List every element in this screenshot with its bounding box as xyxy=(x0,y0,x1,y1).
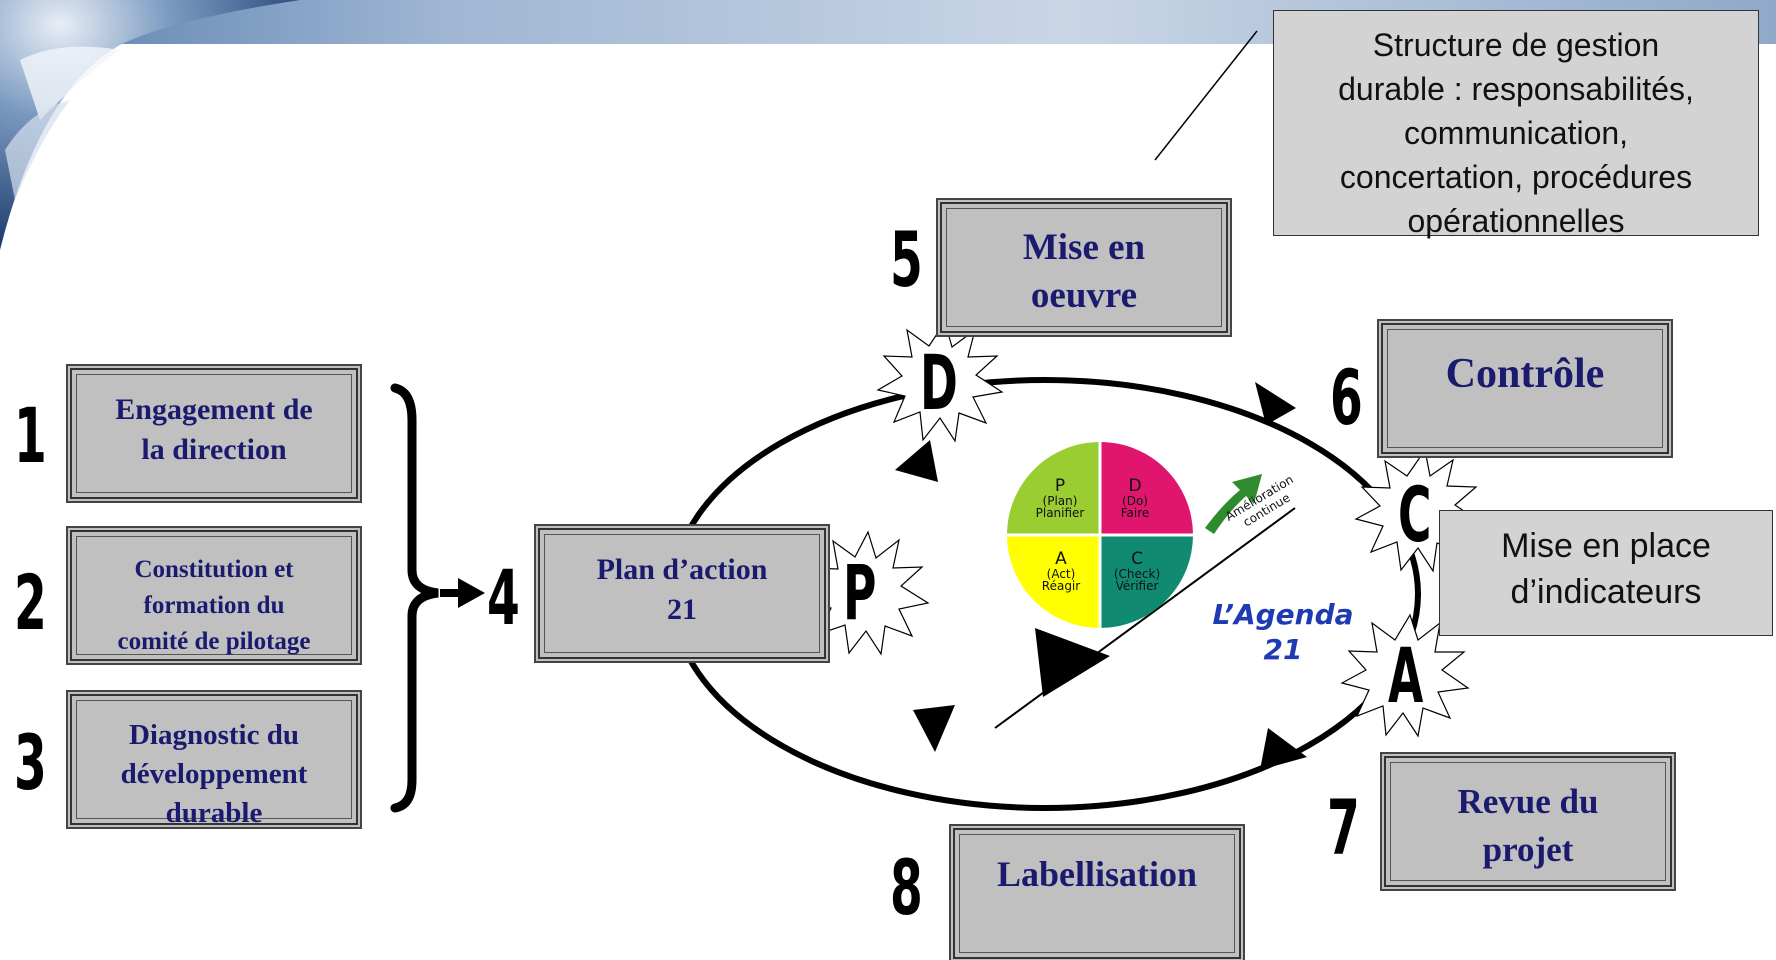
step-6-line1: Contrôle xyxy=(1445,351,1605,397)
step-number-2: 2 xyxy=(14,558,47,647)
step-4-line1: Plan d’action xyxy=(596,553,768,586)
note-structure-line5: opérationnelles xyxy=(1407,203,1625,239)
step-number-6: 6 xyxy=(1330,353,1363,442)
step-box-controle: Contrôle xyxy=(1379,321,1671,456)
step-1-line1: Engagement de xyxy=(115,393,313,426)
wedge-support xyxy=(1035,628,1110,697)
step-number-1: 1 xyxy=(14,391,47,480)
step-box-diagnostic: Diagnostic du développement durable xyxy=(68,692,360,829)
note-structure-line1: Structure de gestion xyxy=(1372,27,1660,63)
note-structure-line4: concertation, procédures xyxy=(1339,159,1693,195)
brace-arrow-head xyxy=(458,578,485,608)
step-box-plan-action: Plan d’action 21 xyxy=(536,526,828,661)
step-number-3: 3 xyxy=(14,718,47,807)
step-2-line2: formation du xyxy=(143,592,285,619)
step-box-mise-en-oeuvre: Mise en oeuvre xyxy=(938,200,1230,335)
cycle-arrow-left-lower xyxy=(913,705,955,752)
note-structure-gestion: Structure de gestion durable : responsab… xyxy=(1273,10,1759,239)
step-box-comite: Constitution et formation du comité de p… xyxy=(68,528,360,663)
step-box-revue: Revue du projet xyxy=(1382,754,1674,889)
note-indicateurs-line2: d’indicateurs xyxy=(1510,573,1702,611)
step-2-line1: Constitution et xyxy=(134,556,294,583)
step-number-7: 7 xyxy=(1327,783,1360,872)
note-indicateurs: Mise en place d’indicateurs xyxy=(1439,510,1773,636)
step-5-line2: oeuvre xyxy=(1030,275,1138,316)
step-3-line3: durable xyxy=(165,797,263,829)
step-7-line2: projet xyxy=(1482,830,1574,869)
note-structure-line2: durable : responsabilités, xyxy=(1338,71,1694,107)
pdca-wheel xyxy=(1007,442,1193,628)
step-4-line2: 21 xyxy=(667,593,697,626)
note-connector-line xyxy=(1154,30,1258,161)
note-structure-line3: communication, xyxy=(1403,115,1629,151)
improvement-arrow xyxy=(1205,474,1262,534)
step-3-line2: développement xyxy=(120,758,308,790)
step-1-line2: la direction xyxy=(141,433,287,466)
cycle-arrow-top xyxy=(1255,382,1296,425)
step-7-line1: Revue du xyxy=(1457,782,1599,821)
step-5-line1: Mise en xyxy=(1022,227,1146,268)
step-2-line3: comité de pilotage xyxy=(117,628,311,655)
cycle-arrow-bottom xyxy=(1260,728,1307,770)
step-3-line1: Diagnostic du xyxy=(128,719,299,751)
note-indicateurs-line1: Mise en place xyxy=(1501,527,1711,565)
cycle-arrow-left-upper xyxy=(895,440,938,482)
step-8-line1: Labellisation xyxy=(996,854,1198,894)
starburst-d xyxy=(876,320,1004,443)
brace xyxy=(390,383,439,813)
step-box-labellisation: Labellisation xyxy=(951,826,1243,960)
step-box-engagement: Engagement de la direction xyxy=(68,366,360,501)
starburst-a xyxy=(1340,613,1470,738)
step-number-5: 5 xyxy=(890,215,923,304)
step-number-8: 8 xyxy=(890,843,923,932)
step-number-4: 4 xyxy=(487,553,520,642)
